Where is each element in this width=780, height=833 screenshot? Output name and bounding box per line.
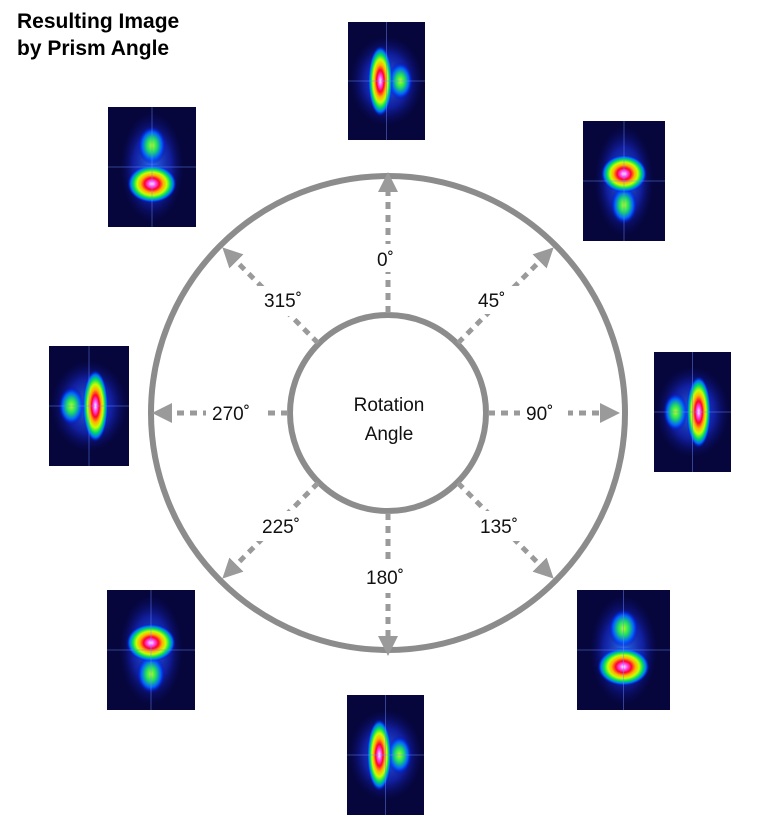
beam-image-270 [49, 346, 129, 466]
angle-label-135: 135˚ [480, 517, 518, 538]
beam-image-180 [347, 695, 424, 815]
angle-label-225: 225˚ [262, 517, 300, 538]
angle-label-0: 0˚ [377, 250, 394, 271]
inner-ring [287, 312, 489, 514]
beam-images [49, 22, 731, 815]
title-line-1: Resulting Image [17, 10, 180, 33]
beam-side-lobe [137, 126, 167, 165]
title-line-2: by Prism Angle [17, 37, 170, 60]
beam-side-lobe [58, 386, 85, 426]
angle-label-45: 45˚ [478, 291, 505, 312]
arrow-135 [456, 481, 554, 579]
center-label-line-1: Rotation [354, 395, 425, 416]
beam-main-spot [82, 370, 109, 442]
arrow-315 [222, 247, 320, 345]
beam-side-lobe [136, 654, 166, 694]
beam-main-spot [126, 623, 176, 662]
center-label-line-2: Angle [365, 424, 414, 445]
beam-side-lobe [387, 735, 412, 775]
angle-label-315: 315˚ [264, 291, 302, 312]
beam-image-135 [577, 590, 670, 710]
beam-side-lobe [663, 392, 688, 432]
beam-main-spot [686, 376, 711, 448]
beam-main-spot [367, 719, 392, 791]
angle-label-90: 90˚ [526, 404, 553, 425]
beam-side-lobe [608, 609, 639, 648]
angle-label-180: 180˚ [366, 568, 404, 589]
beam-main-spot [601, 154, 647, 193]
beam-image-0 [348, 22, 425, 140]
arrow-45 [456, 247, 554, 345]
beam-image-315 [108, 107, 196, 227]
beam-side-lobe [388, 62, 413, 100]
beam-main-spot [368, 45, 393, 117]
beam-image-90 [654, 352, 731, 472]
diagram-title: Resulting Image by Prism Angle [17, 8, 179, 62]
beam-side-lobe [610, 185, 638, 225]
arrow-225 [222, 481, 320, 579]
angle-label-270: 270˚ [212, 404, 250, 425]
beam-image-225 [107, 590, 195, 710]
beam-main-spot [127, 164, 177, 203]
beam-image-45 [583, 121, 665, 241]
beam-main-spot [597, 647, 650, 686]
